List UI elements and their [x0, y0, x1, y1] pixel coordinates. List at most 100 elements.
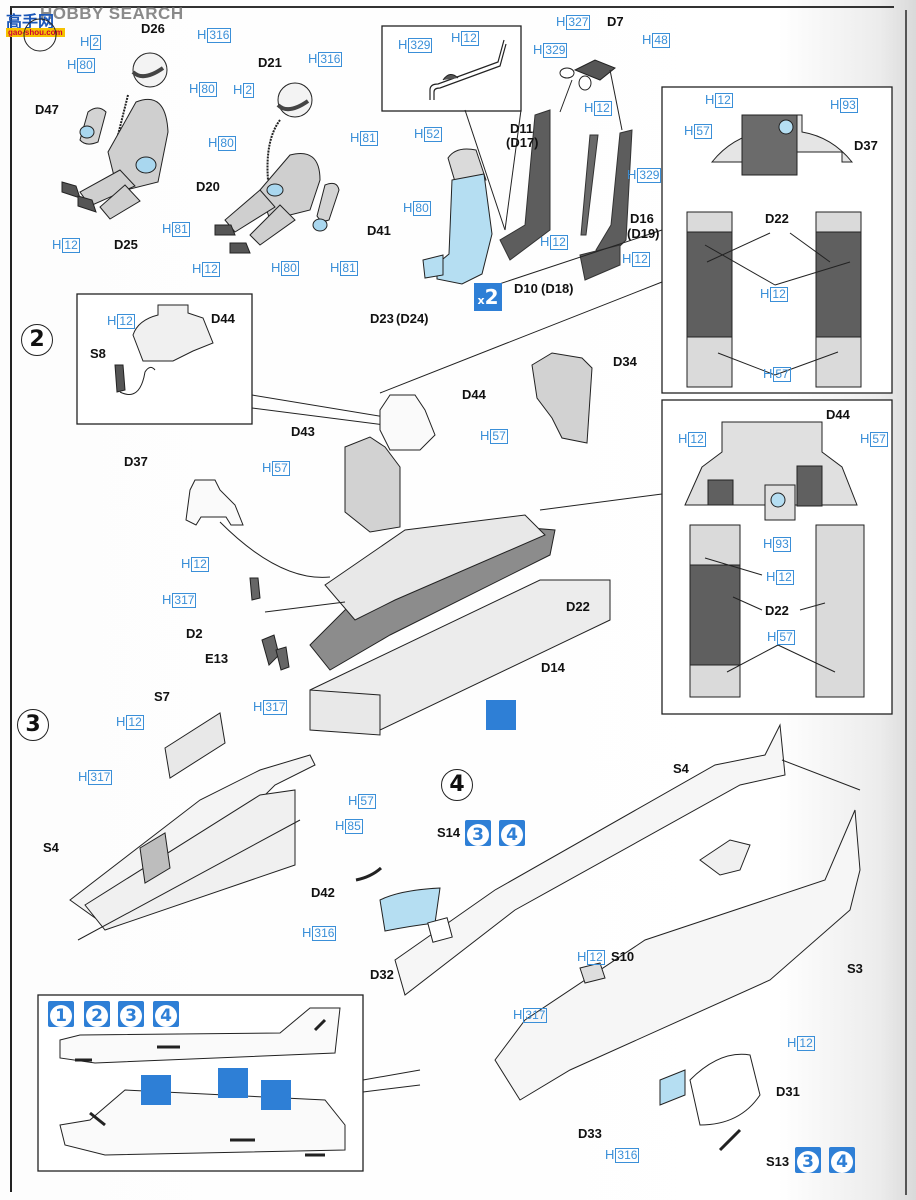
watermark-url: gao-shou.com	[6, 28, 65, 37]
variant-badge-4: 4	[153, 1001, 179, 1027]
part-label: D33	[578, 1126, 602, 1141]
part-d43-shape	[344, 436, 401, 533]
part-label: D41	[367, 223, 391, 238]
variant-badge-2: 2	[84, 1001, 110, 1027]
part-label: D37	[854, 138, 878, 153]
part-label: D16	[630, 211, 654, 226]
part-label: S3	[847, 961, 863, 976]
variant-badge-s14-3: 3	[465, 820, 491, 846]
part-label: D20	[196, 179, 220, 194]
part-label: D34	[613, 354, 637, 369]
part-label: D25	[114, 237, 138, 252]
pilot1-figure	[61, 52, 169, 220]
cement-glue-icon	[141, 1075, 171, 1105]
part-label: D14	[541, 660, 565, 675]
part-label: D2	[186, 626, 203, 641]
part-label: D32	[370, 967, 394, 982]
part-label: D31	[776, 1084, 800, 1099]
cement-glue-icon	[486, 700, 516, 730]
part-label: D42	[311, 885, 335, 900]
part-label: D23	[370, 311, 394, 326]
part-d37-shape	[185, 479, 244, 526]
watermark-brand: HOBBY SEARCH	[40, 4, 184, 24]
step1-marker-partial	[23, 18, 57, 52]
part-d44-shape	[379, 394, 436, 451]
seat-top-hardware	[559, 59, 616, 91]
x2-number: 2	[484, 285, 499, 309]
x2-prefix: x	[477, 294, 485, 307]
part-label: D47	[35, 102, 59, 117]
seat-detail-inset-box	[381, 25, 522, 112]
part-label: D44	[826, 407, 850, 422]
part-d32-shape	[427, 917, 453, 943]
part-label: D44	[462, 387, 486, 402]
part-label: D22	[765, 211, 789, 226]
part-label: S4	[43, 840, 59, 855]
part-label: S8	[90, 346, 106, 361]
part-d2-shape	[249, 577, 261, 601]
pilot2-figure	[214, 82, 340, 254]
part-d33-shape	[659, 1069, 686, 1106]
part-label: (D18)	[541, 281, 574, 296]
part-s13-shape	[718, 1128, 742, 1152]
part-s7-shape	[164, 712, 226, 779]
part-label: S14	[437, 825, 461, 840]
variant-badge-3: 3	[118, 1001, 144, 1027]
variant-badge-s14-4: 4	[499, 820, 525, 846]
part-label: (D19)	[627, 226, 660, 241]
part-label: S10	[611, 949, 635, 964]
part-label: D43	[291, 424, 315, 439]
part-label: D22	[566, 599, 590, 614]
step3-fuselage-shape	[69, 754, 316, 941]
watermark-logo: 高手网	[6, 12, 55, 31]
page-edge	[905, 10, 907, 1195]
step-2-marker: 2	[21, 324, 53, 356]
variant-badge-s13-4: 4	[829, 1147, 855, 1173]
step-3-marker: 3	[17, 709, 49, 741]
part-label: D21	[258, 55, 282, 70]
part-label: S4	[673, 761, 689, 776]
part-label: E13	[205, 651, 229, 666]
step4-fuselage-shape	[394, 723, 861, 1101]
